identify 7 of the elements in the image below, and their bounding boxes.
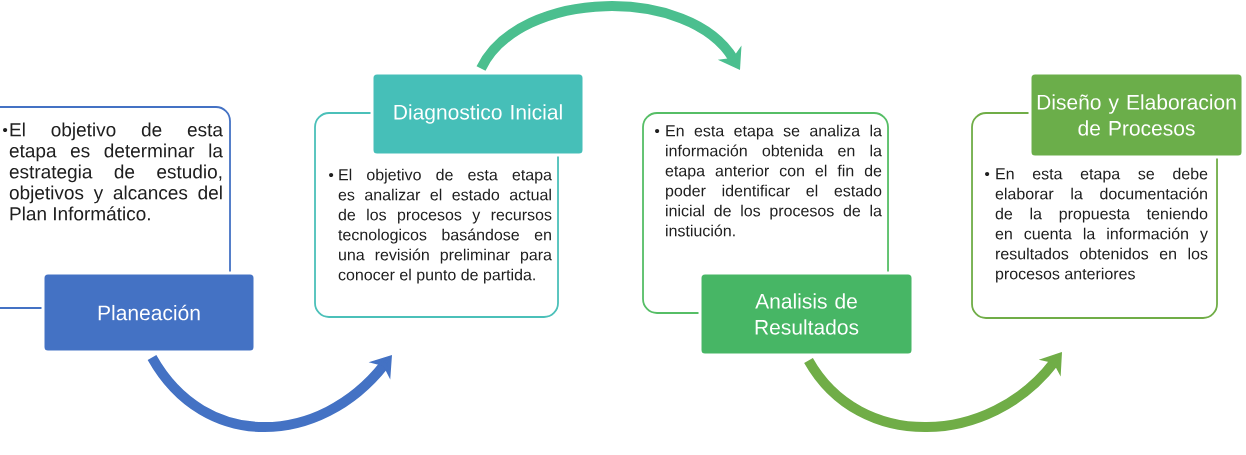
heading-box: Diseño y Elaboracion de Procesos [1028, 71, 1245, 159]
heading-box: Diagnostico Inicial [370, 71, 586, 157]
heading-box: Analisis de Resultados [698, 271, 915, 357]
curved-arrow [147, 354, 392, 432]
curved-arrow [476, 1, 742, 72]
heading-box: Planeación [41, 271, 257, 354]
curved-arrow [804, 352, 1062, 432]
